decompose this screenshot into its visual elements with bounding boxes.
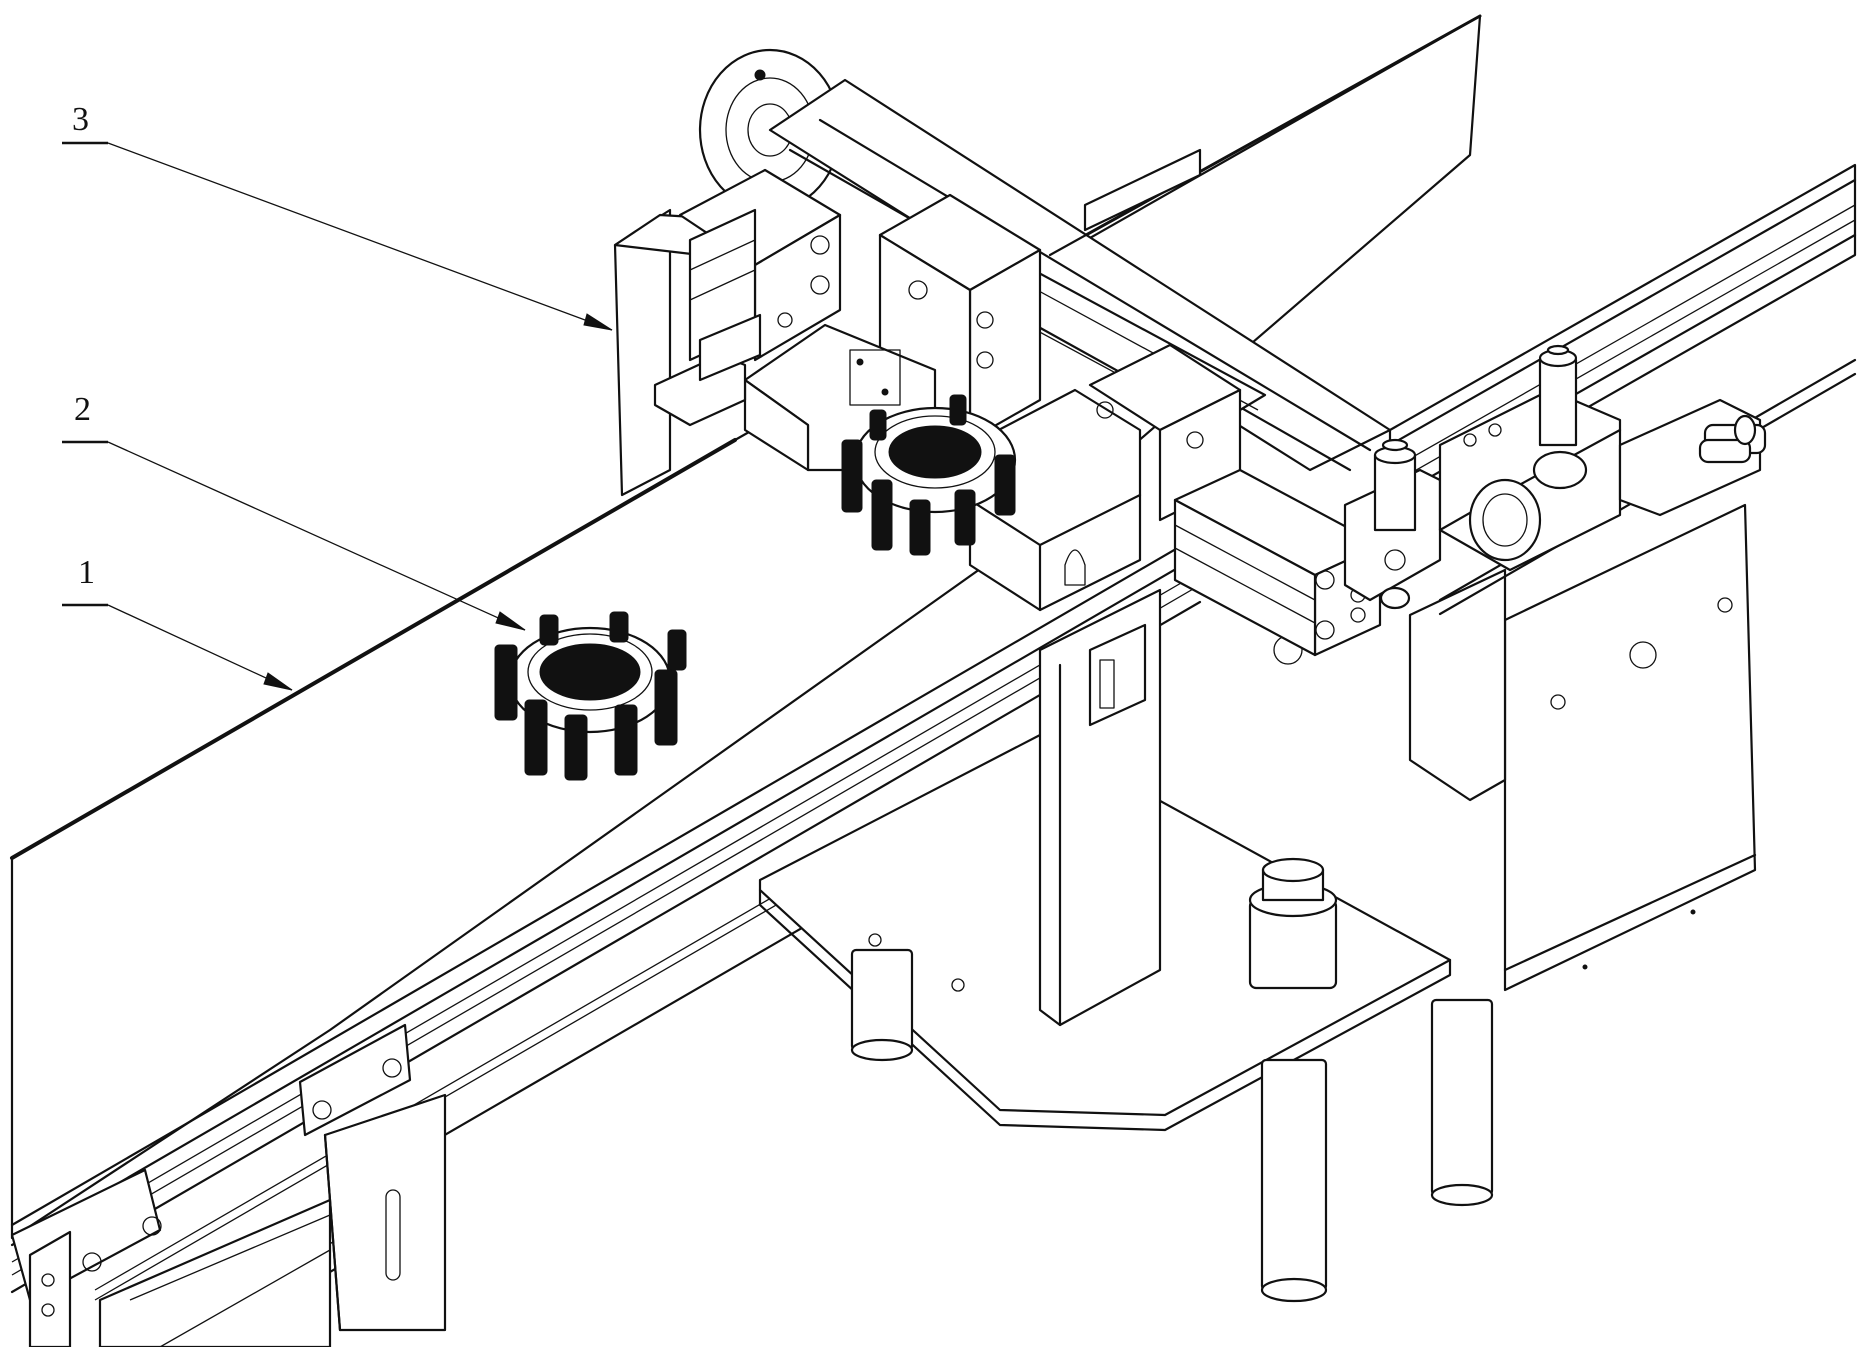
conveyor-bracket-mid [298,1023,447,1332]
callout-3: 3 [62,101,613,331]
callout-number-3: 3 [72,101,89,138]
transverse-rail [1388,163,1857,616]
callout-1: 1 [62,554,293,691]
support-column [1038,588,1162,1027]
callout-number-2: 2 [74,391,91,428]
support-legs [850,857,1494,1303]
right-side-plate [1408,503,1757,992]
callout-2: 2 [62,391,526,631]
callout-number-1: 1 [78,554,95,591]
workpiece-on-belt [494,611,687,781]
belt-far-section [1048,14,1482,257]
conveyor-bracket-left [10,1168,332,1349]
pushing-mechanism [613,48,1767,657]
workpiece-in-fixture [841,394,1017,556]
